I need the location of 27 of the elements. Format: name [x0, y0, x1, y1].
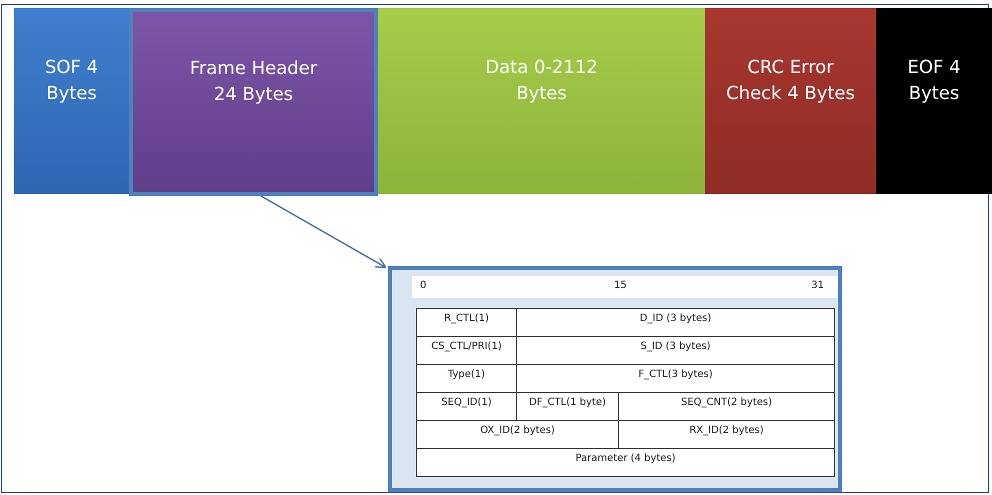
table-cell: SEQ_ID(1)	[416, 392, 516, 420]
field-label: CRC Error Check 4 Bytes	[725, 56, 856, 106]
field-label: EOF 4 Bytes	[906, 56, 962, 106]
table-cell: SEQ_CNT(2 bytes)	[618, 392, 835, 420]
table-cell: Parameter (4 bytes)	[416, 448, 835, 476]
table-cell: CS_CTL/PRI(1)	[416, 336, 516, 364]
bit-number: 0	[420, 280, 426, 291]
header-detail-panel	[388, 266, 842, 492]
table-cell: RX_ID(2 bytes)	[618, 420, 835, 448]
frame-field-block	[378, 8, 705, 194]
field-label: Frame Header 24 Bytes	[188, 57, 318, 107]
table-cell: S_ID (3 bytes)	[516, 336, 835, 364]
field-label: SOF 4 Bytes	[44, 56, 100, 106]
bit-number: 15	[614, 280, 627, 291]
frame-field-block	[876, 8, 992, 194]
arrow	[260, 195, 387, 268]
field-label: Data 0-2112 Bytes	[484, 56, 599, 106]
frame-field-block	[705, 8, 876, 194]
table-cell: D_ID (3 bytes)	[516, 308, 835, 336]
table-cell: R_CTL(1)	[416, 308, 516, 336]
table-cell: F_CTL(3 bytes)	[516, 364, 835, 392]
bit-number: 31	[811, 280, 824, 291]
table-cell: OX_ID(2 bytes)	[416, 420, 618, 448]
frame-field-block	[129, 8, 378, 196]
frame-field-block	[14, 8, 129, 194]
table-cell: Type(1)	[416, 364, 516, 392]
table-cell: DF_CTL(1 byte)	[516, 392, 618, 420]
